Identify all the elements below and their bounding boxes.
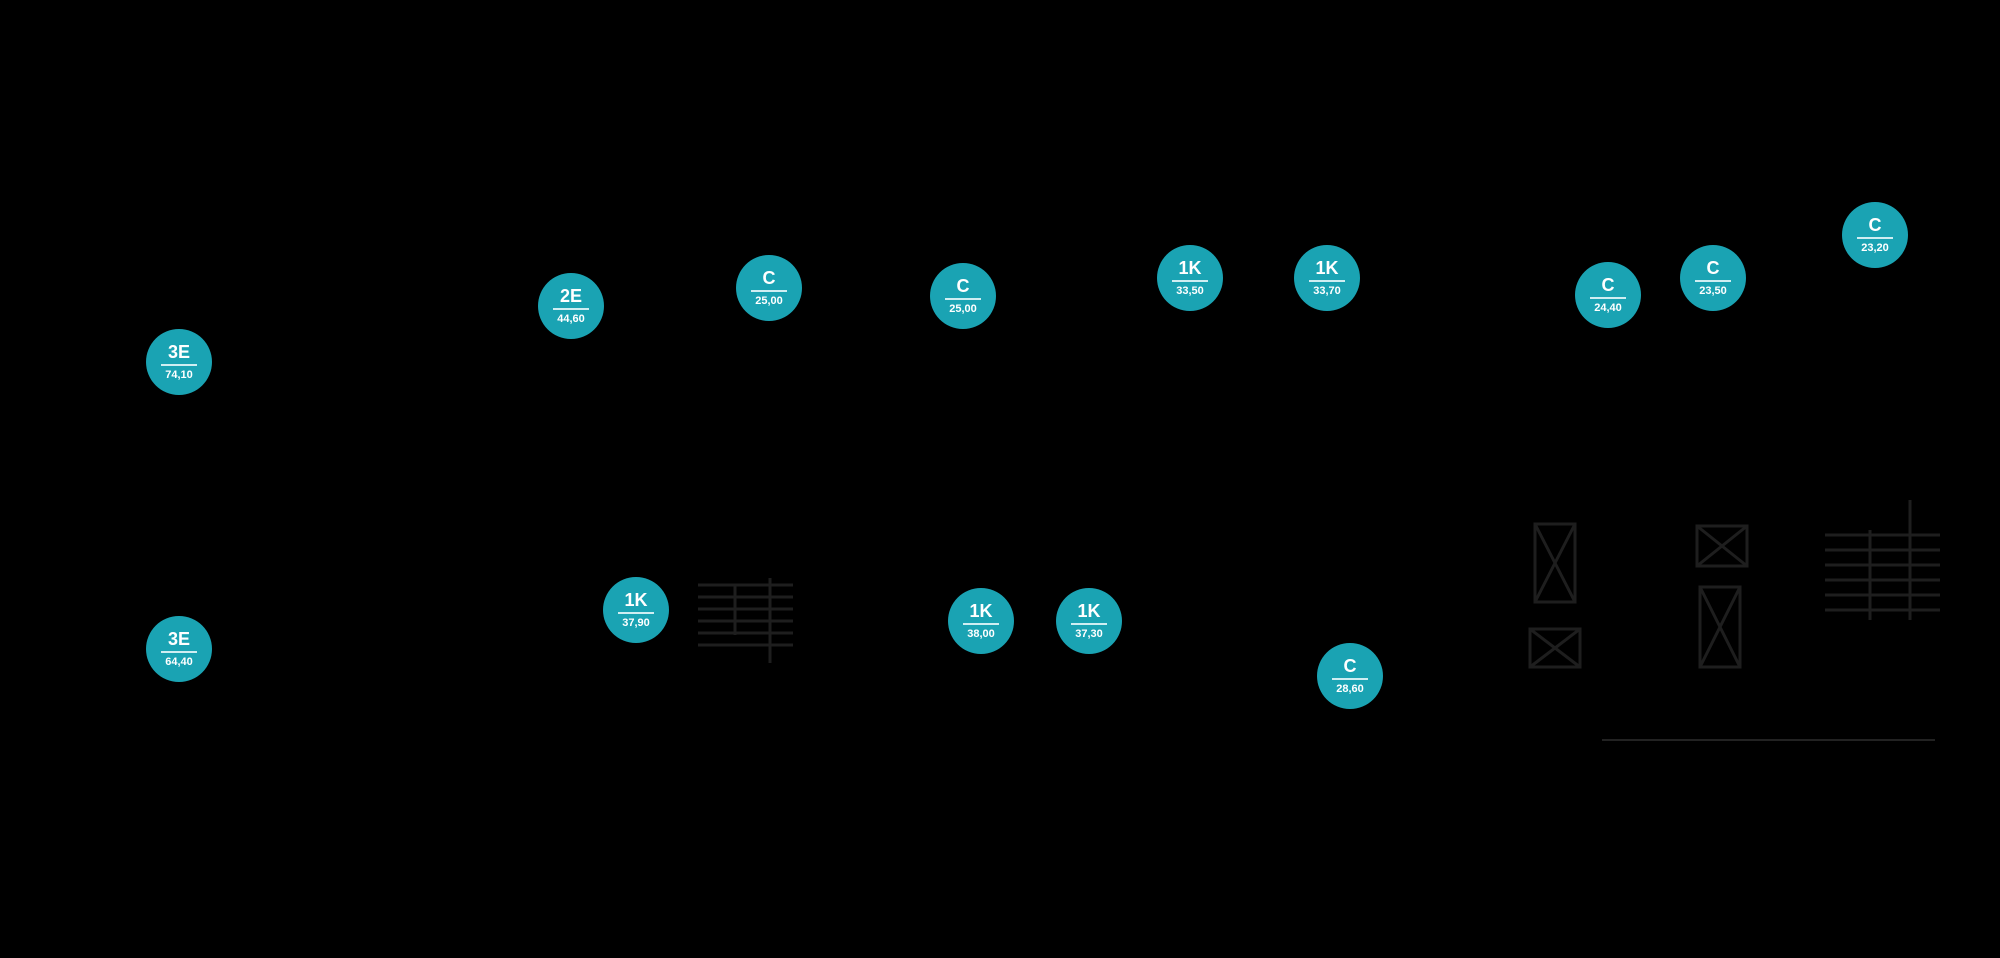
unit-type: 3E	[161, 630, 197, 653]
unit-type: C	[1332, 657, 1368, 680]
unit-type: C	[1695, 259, 1731, 282]
unit-type: 2E	[553, 287, 589, 310]
unit-area: 44,60	[557, 312, 585, 325]
unit-area: 37,90	[622, 616, 650, 629]
unit-type: 1K	[1071, 602, 1107, 625]
unit-type: C	[1590, 276, 1626, 299]
unit-type: C	[945, 277, 981, 300]
elevator-icon	[1695, 524, 1749, 568]
unit-type: 1K	[963, 602, 999, 625]
unit-area: 24,40	[1594, 301, 1622, 314]
unit-badge[interactable]: 1K 37,90	[603, 577, 669, 643]
unit-badge[interactable]: 1K 33,70	[1294, 245, 1360, 311]
unit-area: 25,00	[755, 294, 783, 307]
unit-area: 23,20	[1861, 241, 1889, 254]
unit-area: 33,50	[1176, 284, 1204, 297]
unit-area: 23,50	[1699, 284, 1727, 297]
elevator-icon	[1698, 585, 1742, 669]
unit-badge[interactable]: 1K 38,00	[948, 588, 1014, 654]
unit-area: 74,10	[165, 368, 193, 381]
unit-badge[interactable]: 3E 64,40	[146, 616, 212, 682]
unit-type: 1K	[1172, 259, 1208, 282]
elevator-icon	[1528, 627, 1582, 669]
unit-type: C	[751, 269, 787, 292]
unit-badge[interactable]: C 23,50	[1680, 245, 1746, 311]
unit-area: 64,40	[165, 655, 193, 668]
unit-badge[interactable]: 3E 74,10	[146, 329, 212, 395]
unit-type: 3E	[161, 343, 197, 366]
unit-badge[interactable]: C 25,00	[736, 255, 802, 321]
unit-area: 28,60	[1336, 682, 1364, 695]
stair-icon	[1825, 500, 1940, 620]
unit-type: C	[1857, 216, 1893, 239]
unit-badge[interactable]: C 23,20	[1842, 202, 1908, 268]
unit-badge[interactable]: 1K 33,50	[1157, 245, 1223, 311]
unit-badge[interactable]: 1K 37,30	[1056, 588, 1122, 654]
unit-badge[interactable]: C 28,60	[1317, 643, 1383, 709]
unit-area: 25,00	[949, 302, 977, 315]
unit-area: 38,00	[967, 627, 995, 640]
stair-icon	[698, 578, 793, 663]
unit-badge[interactable]: C 25,00	[930, 263, 996, 329]
unit-area: 37,30	[1075, 627, 1103, 640]
unit-badge[interactable]: 2E 44,60	[538, 273, 604, 339]
elevator-icon	[1533, 522, 1577, 604]
unit-area: 33,70	[1313, 284, 1341, 297]
wall-line	[1602, 739, 1935, 741]
unit-type: 1K	[618, 591, 654, 614]
unit-type: 1K	[1309, 259, 1345, 282]
unit-badge[interactable]: C 24,40	[1575, 262, 1641, 328]
